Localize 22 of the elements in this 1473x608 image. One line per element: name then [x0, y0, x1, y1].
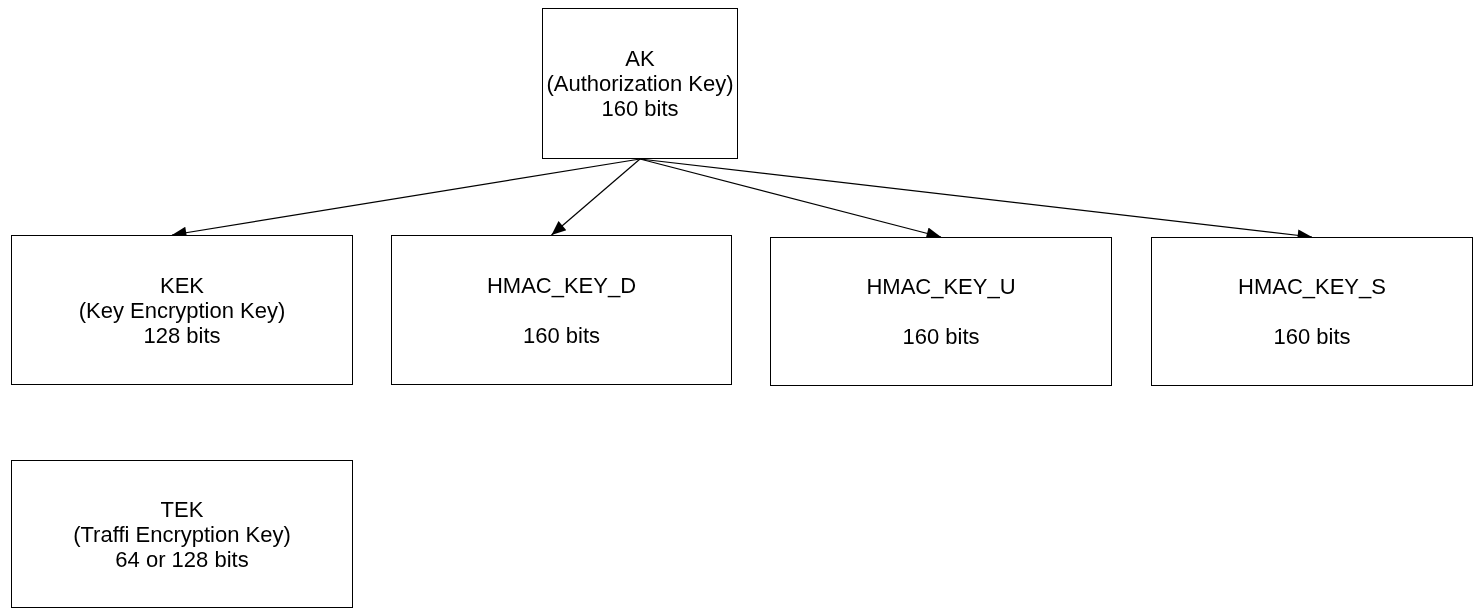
- key-box: [391, 235, 732, 385]
- key-name: HMAC_KEY_U: [866, 274, 1016, 299]
- key-detail: 128 bits: [143, 322, 221, 348]
- key-name: TEK: [160, 496, 204, 522]
- key-detail: 160 bits: [601, 96, 679, 121]
- key-box: [11, 235, 353, 385]
- key-detail: (Authorization Key): [546, 71, 734, 96]
- key-name: KEK: [160, 272, 204, 298]
- key-name: AK: [625, 46, 655, 71]
- key-detail: 64 or 128 bits: [115, 546, 249, 572]
- key-detail: (Traffi Encryption Key): [73, 521, 291, 547]
- key-detail: 160 bits: [522, 322, 601, 348]
- key-name: HMAC_KEY_S: [1238, 274, 1386, 299]
- key-box: [542, 8, 738, 159]
- key-box: [770, 237, 1112, 386]
- key-detail: 160 bits: [1273, 324, 1351, 349]
- key-detail: 160 bits: [902, 324, 980, 349]
- arrow: [550, 158, 641, 236]
- key-name: HMAC_KEY_D: [486, 272, 637, 298]
- key-box: [11, 460, 353, 608]
- key-detail: (Key Encryption Key): [78, 297, 286, 323]
- key-box: [1151, 237, 1473, 386]
